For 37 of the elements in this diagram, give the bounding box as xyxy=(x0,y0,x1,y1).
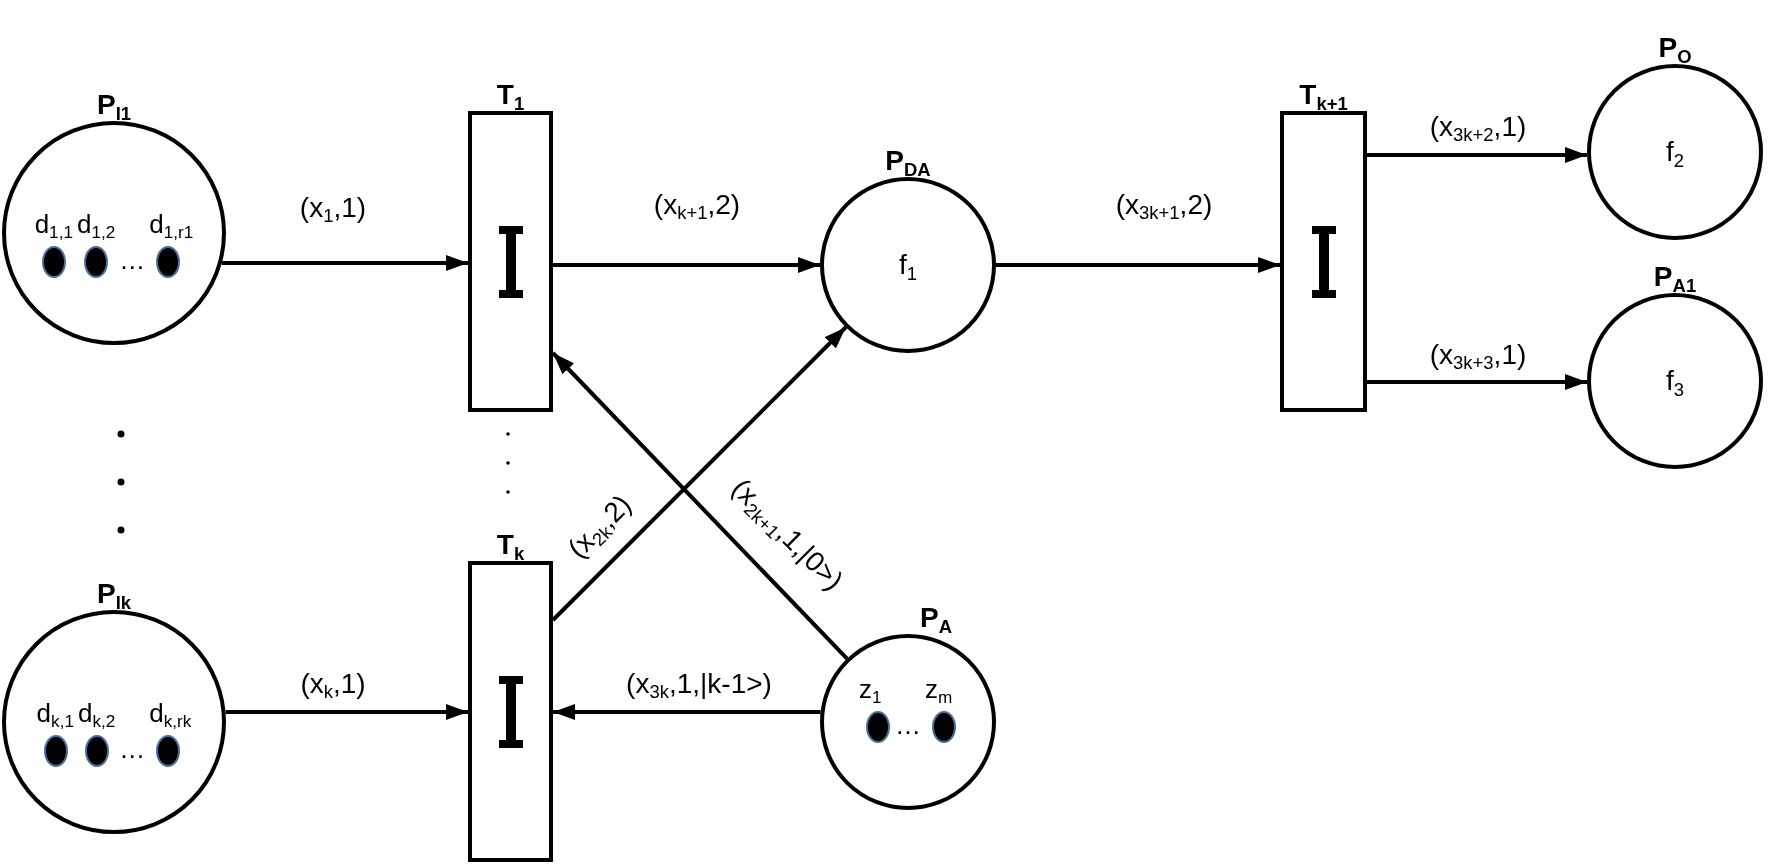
token-label: z$_{1}$ xyxy=(859,673,882,706)
arrow xyxy=(1367,147,1588,163)
transition-label: T$_{k+1}$ xyxy=(1299,80,1348,111)
function-label: f$_{2}$ xyxy=(1665,136,1685,168)
arrow xyxy=(553,257,820,273)
edge-label: (x$_{3k}$,1,|k-1>) xyxy=(626,668,772,700)
token-label: d$_{k,1}$ xyxy=(36,697,74,730)
transition-label: T$_{1}$ xyxy=(496,80,525,111)
edge-label: (x$_{k}$,1) xyxy=(300,668,366,700)
transition-label: T$_{k}$ xyxy=(496,530,525,561)
token-label: d$_{k,rk}$ xyxy=(149,697,192,730)
arrow xyxy=(225,704,468,720)
token-label: d$_{1,1}$ xyxy=(34,208,73,241)
place-label: P$_{O}$ xyxy=(1658,33,1692,64)
edge-label: (x$_{3k+3}$,1) xyxy=(1429,339,1527,371)
place-label: P$_{DA}$ xyxy=(885,146,931,177)
arrow xyxy=(996,257,1280,273)
token-label: d$_{k,2}$ xyxy=(77,697,116,730)
token-label: d$_{1,r1}$ xyxy=(149,208,194,241)
arrow xyxy=(221,255,468,271)
edge-label: (x$_{k+1}$,2) xyxy=(653,189,741,221)
arrow xyxy=(1367,374,1587,390)
arrow xyxy=(553,704,821,720)
token-label: d$_{1,2}$ xyxy=(76,208,116,241)
place-label: P$_{Ik}$ xyxy=(96,579,132,610)
edge-label: (x$_{3k+2}$,1) xyxy=(1429,111,1527,143)
ellipsis: … xyxy=(119,734,146,764)
ellipsis: … xyxy=(119,245,146,275)
place-label: P$_{A}$ xyxy=(920,603,952,634)
token-label: z$_{m}$ xyxy=(925,673,953,706)
function-label: f$_{1}$ xyxy=(898,249,918,281)
ellipsis: … xyxy=(895,710,921,740)
place-label: P$_{I1}$ xyxy=(96,90,132,121)
edge-label: (x$_{3k+1}$,2) xyxy=(1115,189,1213,221)
function-label: f$_{3}$ xyxy=(1665,365,1685,397)
place-label: P$_{A1}$ xyxy=(1653,262,1697,293)
edge-label: (x$_{1}$,1) xyxy=(299,192,367,224)
